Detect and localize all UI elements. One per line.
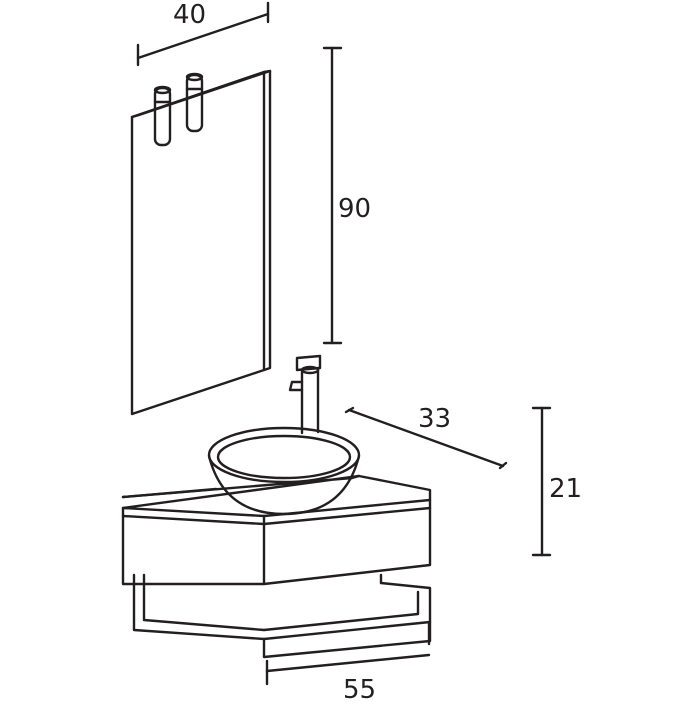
vessel-basin (207, 426, 361, 516)
faucet-column (300, 366, 320, 435)
faucet-handle (295, 354, 322, 372)
basin-rim-inner (216, 434, 352, 480)
mirror-lamp-right (185, 72, 204, 133)
cabinet-side (262, 498, 432, 586)
mirror-front-face (130, 70, 266, 416)
faucet-spout (288, 380, 304, 392)
dim-line-cabinet-height (531, 406, 552, 557)
dim-line-depth (344, 406, 508, 470)
faucet (288, 354, 322, 435)
mirror-edge-side (262, 69, 272, 372)
label-mirror-width: 40 (173, 0, 206, 30)
vanity-cabinet (121, 474, 432, 586)
dim-line-width-bottom (265, 622, 431, 686)
label-cabinet-width: 55 (343, 675, 376, 700)
label-cabinet-depth: 33 (418, 404, 451, 434)
countertop-hidden-edge (121, 474, 361, 499)
mirror (130, 69, 272, 416)
mirror-lamp-left (153, 85, 172, 147)
cabinet-front (121, 506, 266, 586)
dim-line-mirror-height (322, 46, 343, 345)
towel-rail (132, 573, 432, 659)
dim-line-width-top (136, 1, 270, 67)
label-cabinet-height: 21 (549, 474, 582, 504)
label-mirror-height: 90 (338, 194, 371, 224)
